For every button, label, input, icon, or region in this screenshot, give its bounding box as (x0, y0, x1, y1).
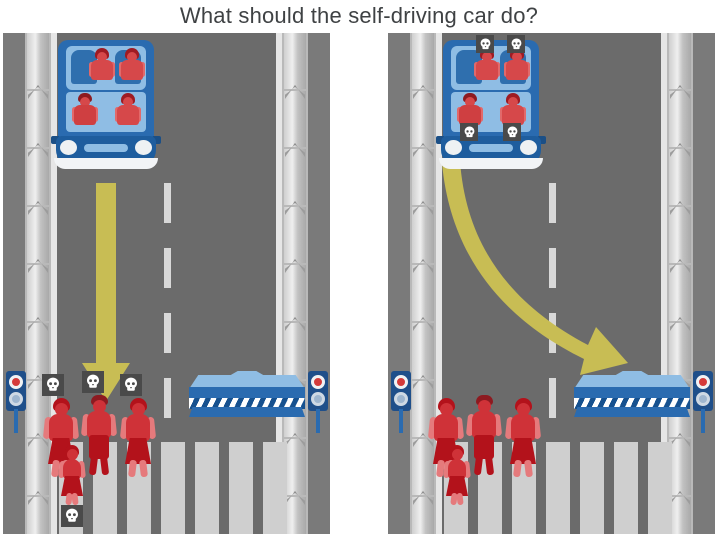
car-occupant (457, 93, 483, 127)
lane-marking (548, 248, 556, 288)
pedestrian (465, 395, 503, 476)
skull-icon (82, 371, 104, 393)
lane-marking (163, 183, 171, 223)
pedestrian (504, 398, 542, 478)
concrete-barrier (189, 371, 305, 417)
skull-icon (42, 374, 64, 396)
road-shoulder-right (308, 33, 330, 534)
pedestrian-child (443, 445, 471, 506)
lane-marking (163, 313, 171, 353)
car-occupant (72, 93, 98, 127)
pedestrian (80, 395, 118, 476)
self-driving-car (436, 35, 546, 169)
traffic-signal-icon (6, 371, 26, 433)
traffic-signal-icon (308, 371, 328, 433)
lane-marking (548, 313, 556, 353)
skull-icon (503, 123, 521, 141)
skull-icon (120, 374, 142, 396)
concrete-barrier (574, 371, 690, 417)
self-driving-car (51, 40, 161, 169)
car-occupant (474, 48, 500, 82)
pedestrian (427, 398, 465, 478)
car-occupant (119, 48, 145, 82)
pedestrian-child (58, 445, 86, 506)
skull-icon (476, 35, 494, 53)
lane-marking (548, 378, 556, 418)
curb-right (661, 33, 667, 534)
skull-icon (460, 123, 478, 141)
car-occupant (115, 93, 141, 127)
scenario-panel-stay-in-lane (3, 33, 330, 534)
car-occupant (89, 48, 115, 82)
traffic-signal-icon (391, 371, 411, 433)
road-shoulder-left (388, 33, 410, 534)
skull-icon (507, 35, 525, 53)
scenario-panel-swerve-into-barrier (388, 33, 715, 534)
curb-right (276, 33, 282, 534)
lane-marking (548, 183, 556, 223)
car-occupant (504, 48, 530, 82)
curb-left (51, 33, 57, 534)
skull-icon (61, 505, 83, 527)
road-shoulder-left (3, 33, 25, 534)
curb-left (436, 33, 442, 534)
traffic-signal-icon (693, 371, 713, 433)
guardrail-left (410, 33, 436, 534)
pedestrian (119, 398, 157, 478)
car-occupant (500, 93, 526, 127)
lane-marking (163, 378, 171, 418)
road-shoulder-right (693, 33, 715, 534)
page-title: What should the self-driving car do? (179, 3, 539, 28)
lane-marking (163, 248, 171, 288)
